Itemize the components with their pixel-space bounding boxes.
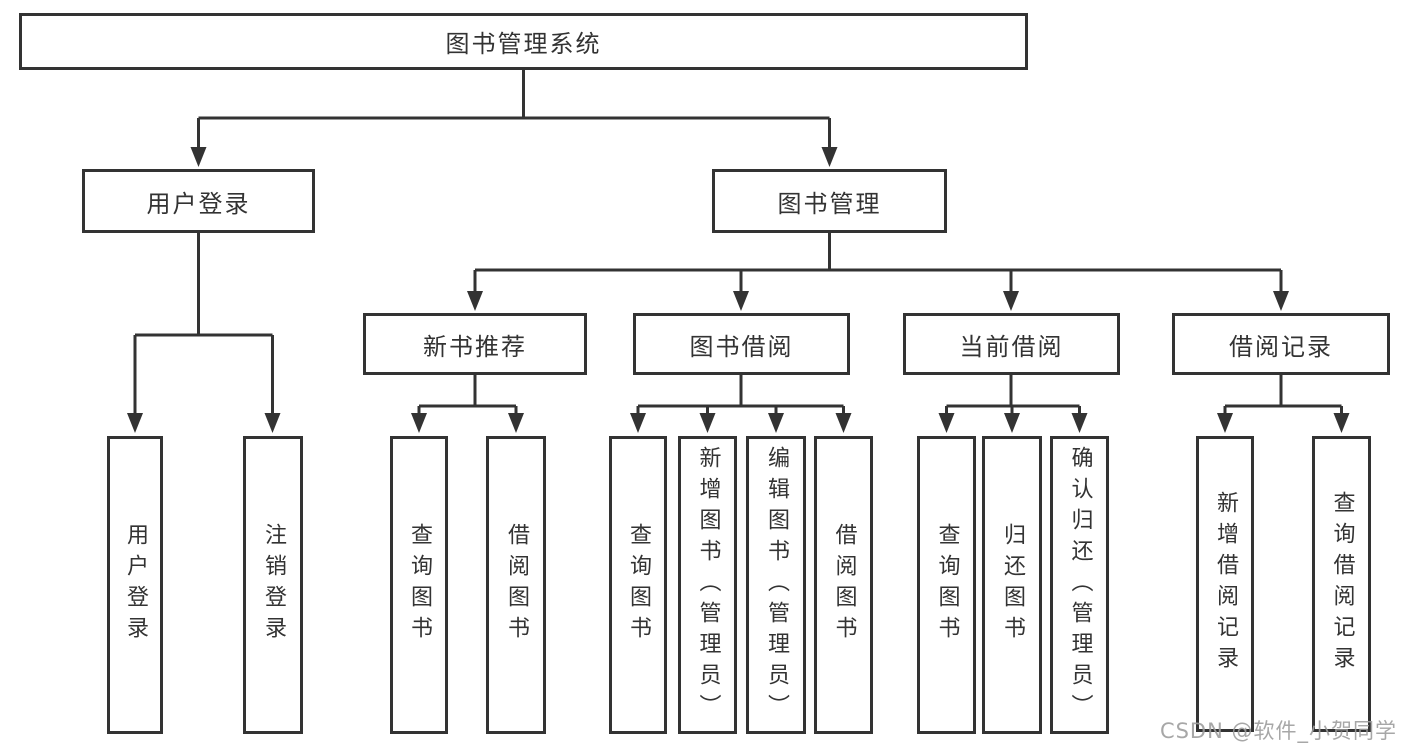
leaf-logout: 注销登录 bbox=[243, 436, 303, 734]
leaf-return-books: 归还图书 bbox=[982, 436, 1042, 734]
leaf-label: 借阅图书 bbox=[504, 523, 529, 647]
leaf-label: 归还图书 bbox=[1000, 523, 1025, 647]
csdn-watermark: CSDN @软件_小贺同学 bbox=[1159, 719, 1397, 743]
leaf-label: 编辑图书（管理员） bbox=[764, 445, 789, 725]
node-library-management-system: 图书管理系统 bbox=[19, 13, 1028, 70]
leaf-confirm-return-admin: 确认归还（管理员） bbox=[1050, 436, 1109, 734]
leaf-label: 新增借阅记录 bbox=[1213, 491, 1238, 677]
leaf-add-books-admin: 新增图书（管理员） bbox=[678, 436, 737, 734]
leaf-label: 查询图书 bbox=[407, 523, 432, 647]
leaf-borrow-books-borrowing: 借阅图书 bbox=[814, 436, 873, 734]
leaf-query-books-current: 查询图书 bbox=[917, 436, 976, 734]
leaf-label: 查询图书 bbox=[626, 523, 651, 647]
node-current-borrowing: 当前借阅 bbox=[903, 313, 1120, 375]
leaf-label: 用户登录 bbox=[123, 523, 148, 647]
leaf-query-borrow-record: 查询借阅记录 bbox=[1312, 436, 1371, 732]
leaf-borrow-books-recommend: 借阅图书 bbox=[486, 436, 546, 734]
leaf-add-borrow-record: 新增借阅记录 bbox=[1196, 436, 1254, 732]
node-user-login: 用户登录 bbox=[82, 169, 315, 233]
node-borrowing-records: 借阅记录 bbox=[1172, 313, 1390, 375]
leaf-user-login: 用户登录 bbox=[107, 436, 163, 734]
arrowheads bbox=[127, 147, 1350, 433]
leaf-label: 查询借阅记录 bbox=[1329, 491, 1355, 677]
leaf-label: 确认归还（管理员） bbox=[1067, 445, 1093, 725]
leaf-label: 查询图书 bbox=[934, 523, 960, 647]
node-book-borrowing: 图书借阅 bbox=[633, 313, 850, 375]
leaf-label: 新增图书（管理员） bbox=[695, 445, 721, 725]
leaf-edit-books-admin: 编辑图书（管理员） bbox=[746, 436, 806, 734]
leaf-label: 借阅图书 bbox=[831, 523, 857, 647]
leaf-query-books-recommend: 查询图书 bbox=[390, 436, 448, 734]
leaf-query-books-borrowing: 查询图书 bbox=[609, 436, 667, 734]
node-book-management: 图书管理 bbox=[712, 169, 947, 233]
node-new-book-recommendation: 新书推荐 bbox=[363, 313, 587, 375]
leaf-label: 注销登录 bbox=[261, 523, 286, 647]
